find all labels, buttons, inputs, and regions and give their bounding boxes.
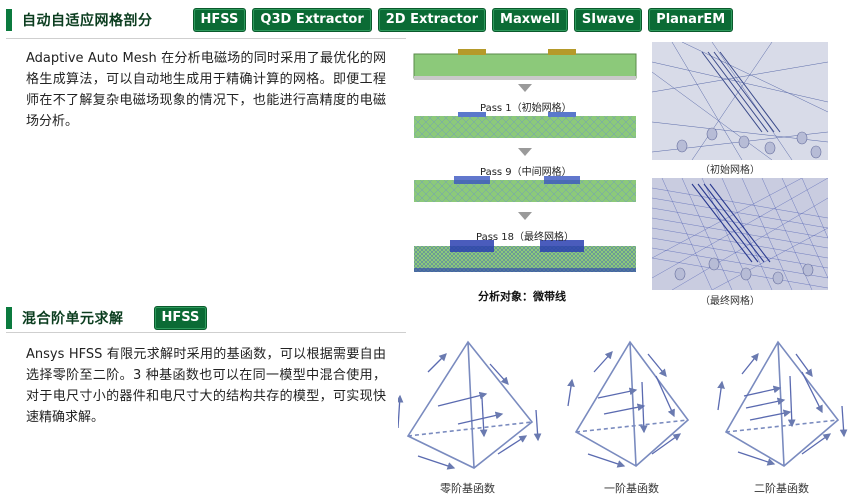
microstrip-mesh-passes xyxy=(413,49,637,272)
pass18-mesh xyxy=(414,240,636,272)
section-title: 混合阶单元求解 xyxy=(22,311,124,327)
tag-q3d-extractor: Q3D Extractor xyxy=(252,8,372,32)
divider xyxy=(6,38,406,39)
section-title: 自动自适应网格剖分 xyxy=(22,13,153,29)
divider xyxy=(6,332,406,333)
section-marker xyxy=(6,9,12,31)
tag-hfss: HFSS xyxy=(192,8,247,32)
tag-siwave: SIwave xyxy=(573,8,643,32)
pass9-mesh xyxy=(414,176,636,202)
section-header-adaptive-mesh: 自动自适应网格剖分 HFSS Q3D Extractor 2D Extracto… xyxy=(0,8,734,32)
zero-order-tetrahedron xyxy=(398,340,542,470)
analysis-target-caption: 分析对象：微带线 xyxy=(478,290,566,303)
first-order-caption: 一阶基函数 xyxy=(604,482,659,495)
pass1-mesh xyxy=(414,112,636,138)
second-order-tetrahedron xyxy=(717,340,848,467)
product-tags: HFSS Q3D Extractor 2D Extractor Maxwell … xyxy=(192,8,734,32)
microstrip-geometry xyxy=(413,49,637,80)
final-mesh-caption: （最终网格） xyxy=(700,296,760,307)
second-order-caption: 二阶基函数 xyxy=(754,482,809,495)
section-marker xyxy=(6,307,12,329)
initial-mesh-caption: （初始网格） xyxy=(700,165,760,176)
tag-maxwell: Maxwell xyxy=(492,8,568,32)
zero-order-caption: 零阶基函数 xyxy=(440,482,495,495)
mixed-order-description: Ansys HFSS 有限元求解时采用的基函数，可以根据需要自由选择零阶至二阶。… xyxy=(26,347,386,425)
initial-mesh-3d-image xyxy=(652,42,828,160)
first-order-tetrahedron xyxy=(567,340,690,468)
pass1-label: Pass 1（初始网格） xyxy=(480,103,572,114)
adaptive-mesh-description: Adaptive Auto Mesh 在分析电磁场的同时采用了最优化的网格生成算… xyxy=(26,51,386,129)
section-header-mixed-order: 混合阶单元求解 HFSS xyxy=(0,306,208,330)
pass18-label: Pass 18（最终网格） xyxy=(476,232,575,243)
product-tags: HFSS xyxy=(153,306,208,330)
final-mesh-3d-image xyxy=(652,178,828,290)
tag-hfss: HFSS xyxy=(153,306,208,330)
tag-2d-extractor: 2D Extractor xyxy=(377,8,487,32)
tag-planarem: PlanarEM xyxy=(648,8,734,32)
pass9-label: Pass 9（中间网格） xyxy=(480,167,572,178)
basis-function-diagrams xyxy=(398,340,848,470)
